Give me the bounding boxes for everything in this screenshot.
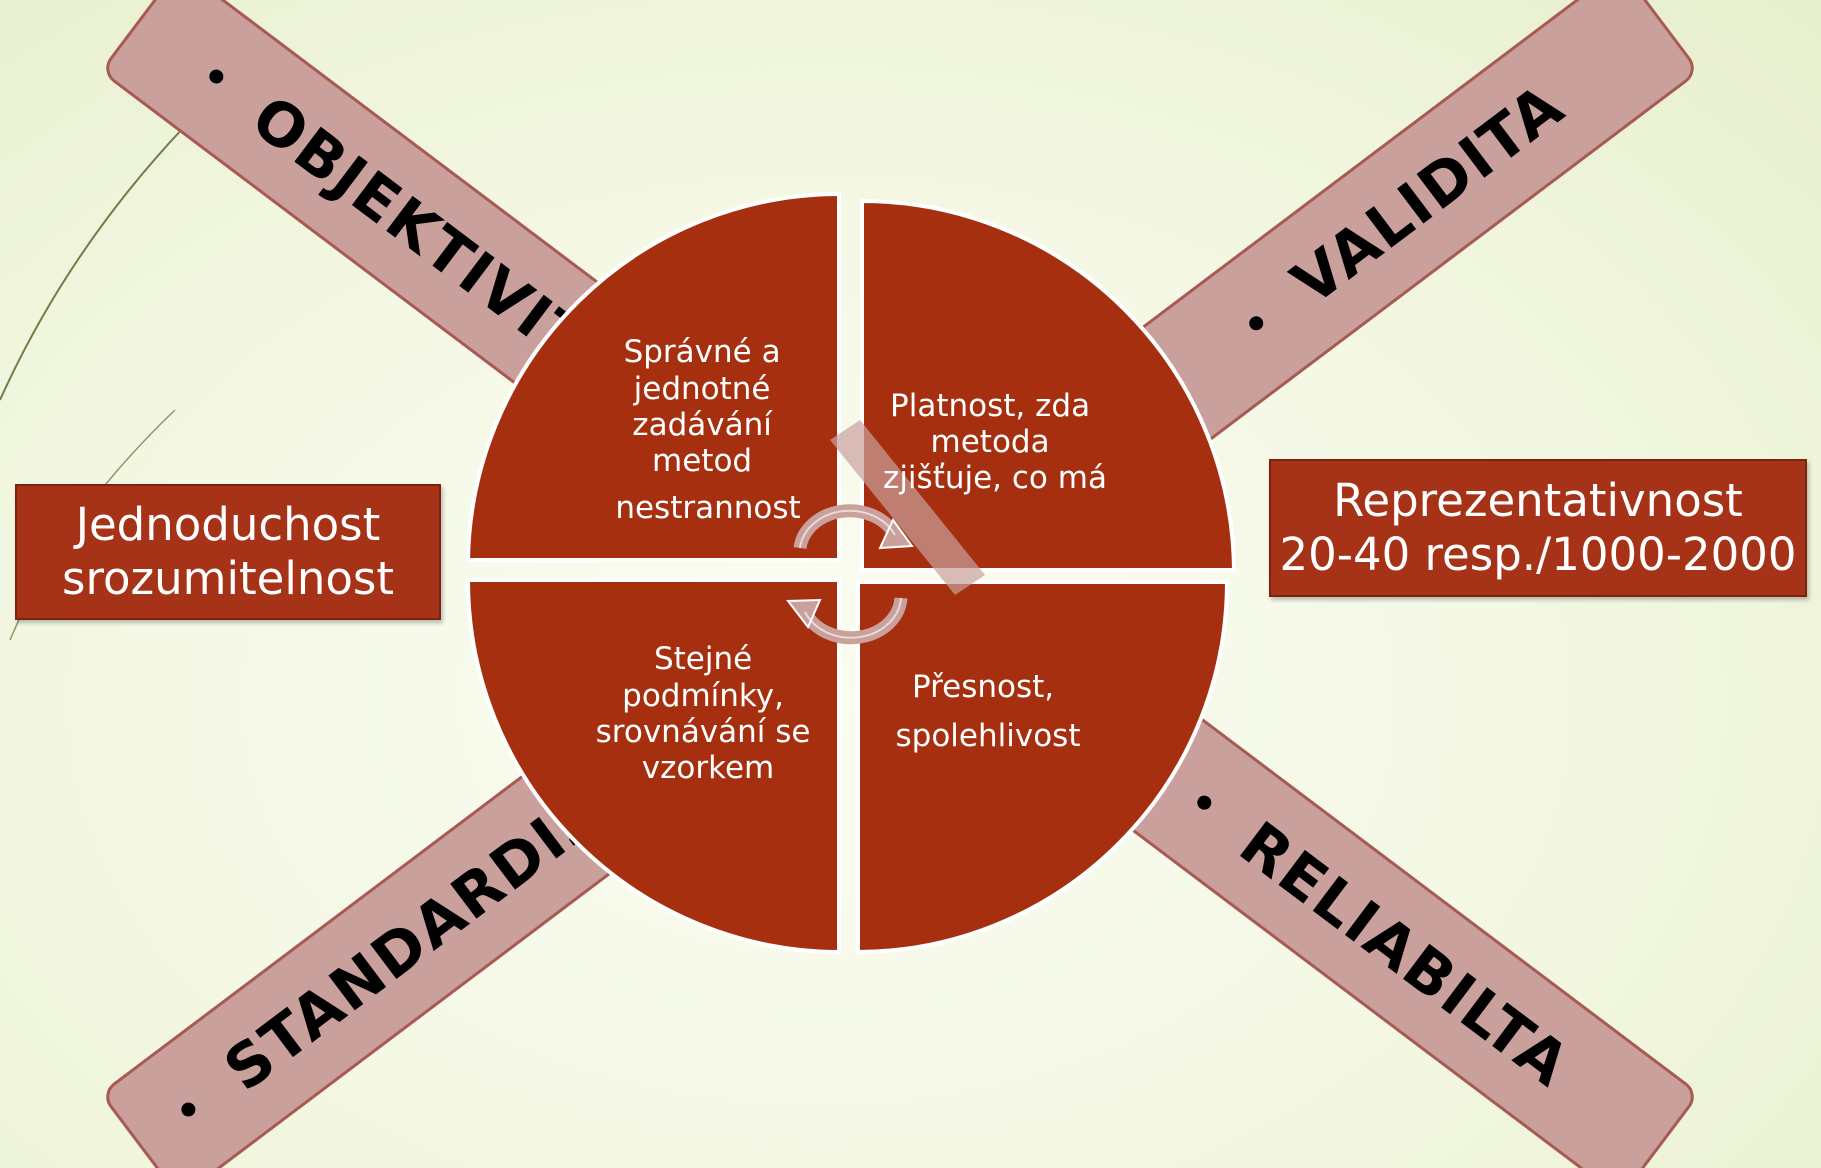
quadrant-text-bottom-left: Stejné podmínky, srovnávání se vzorkem — [596, 641, 821, 786]
quadrant-top-right — [860, 198, 1237, 572]
center-circle — [465, 191, 1237, 955]
quadrant-text-top-right: Platnost, zda metoda zjišťuje, co má — [883, 388, 1107, 496]
side-box-right-line1: Reprezentativnost — [1333, 474, 1743, 527]
bullet-icon — [1197, 795, 1212, 810]
side-box-left-line2: srozumitelnost — [62, 552, 394, 605]
bullet-icon — [181, 1102, 196, 1117]
bullet-icon — [209, 69, 224, 84]
side-box-right-line2: 20-40 resp./1000-2000 — [1279, 528, 1797, 581]
quadrant-bottom-left — [465, 578, 841, 955]
quadrant-bottom-right — [856, 580, 1230, 955]
quadrant-text-top-left: Správné a jednotné zadávání metod nestra… — [615, 334, 800, 526]
cycle-arrows-icon — [786, 504, 914, 645]
bullet-icon — [1249, 316, 1264, 331]
side-box-left: Jednoduchost srozumitelnost — [15, 484, 441, 620]
connector-shape — [830, 420, 985, 595]
quadrant-top-left — [465, 191, 841, 562]
quadrant-text-bottom-right: Přesnost, spolehlivost — [896, 669, 1081, 754]
side-box-right: Reprezentativnost 20-40 resp./1000-2000 — [1269, 459, 1807, 597]
side-box-left-line1: Jednoduchost — [75, 498, 381, 551]
arm-label-reliabilta: RELIABILTA — [1227, 809, 1583, 1102]
